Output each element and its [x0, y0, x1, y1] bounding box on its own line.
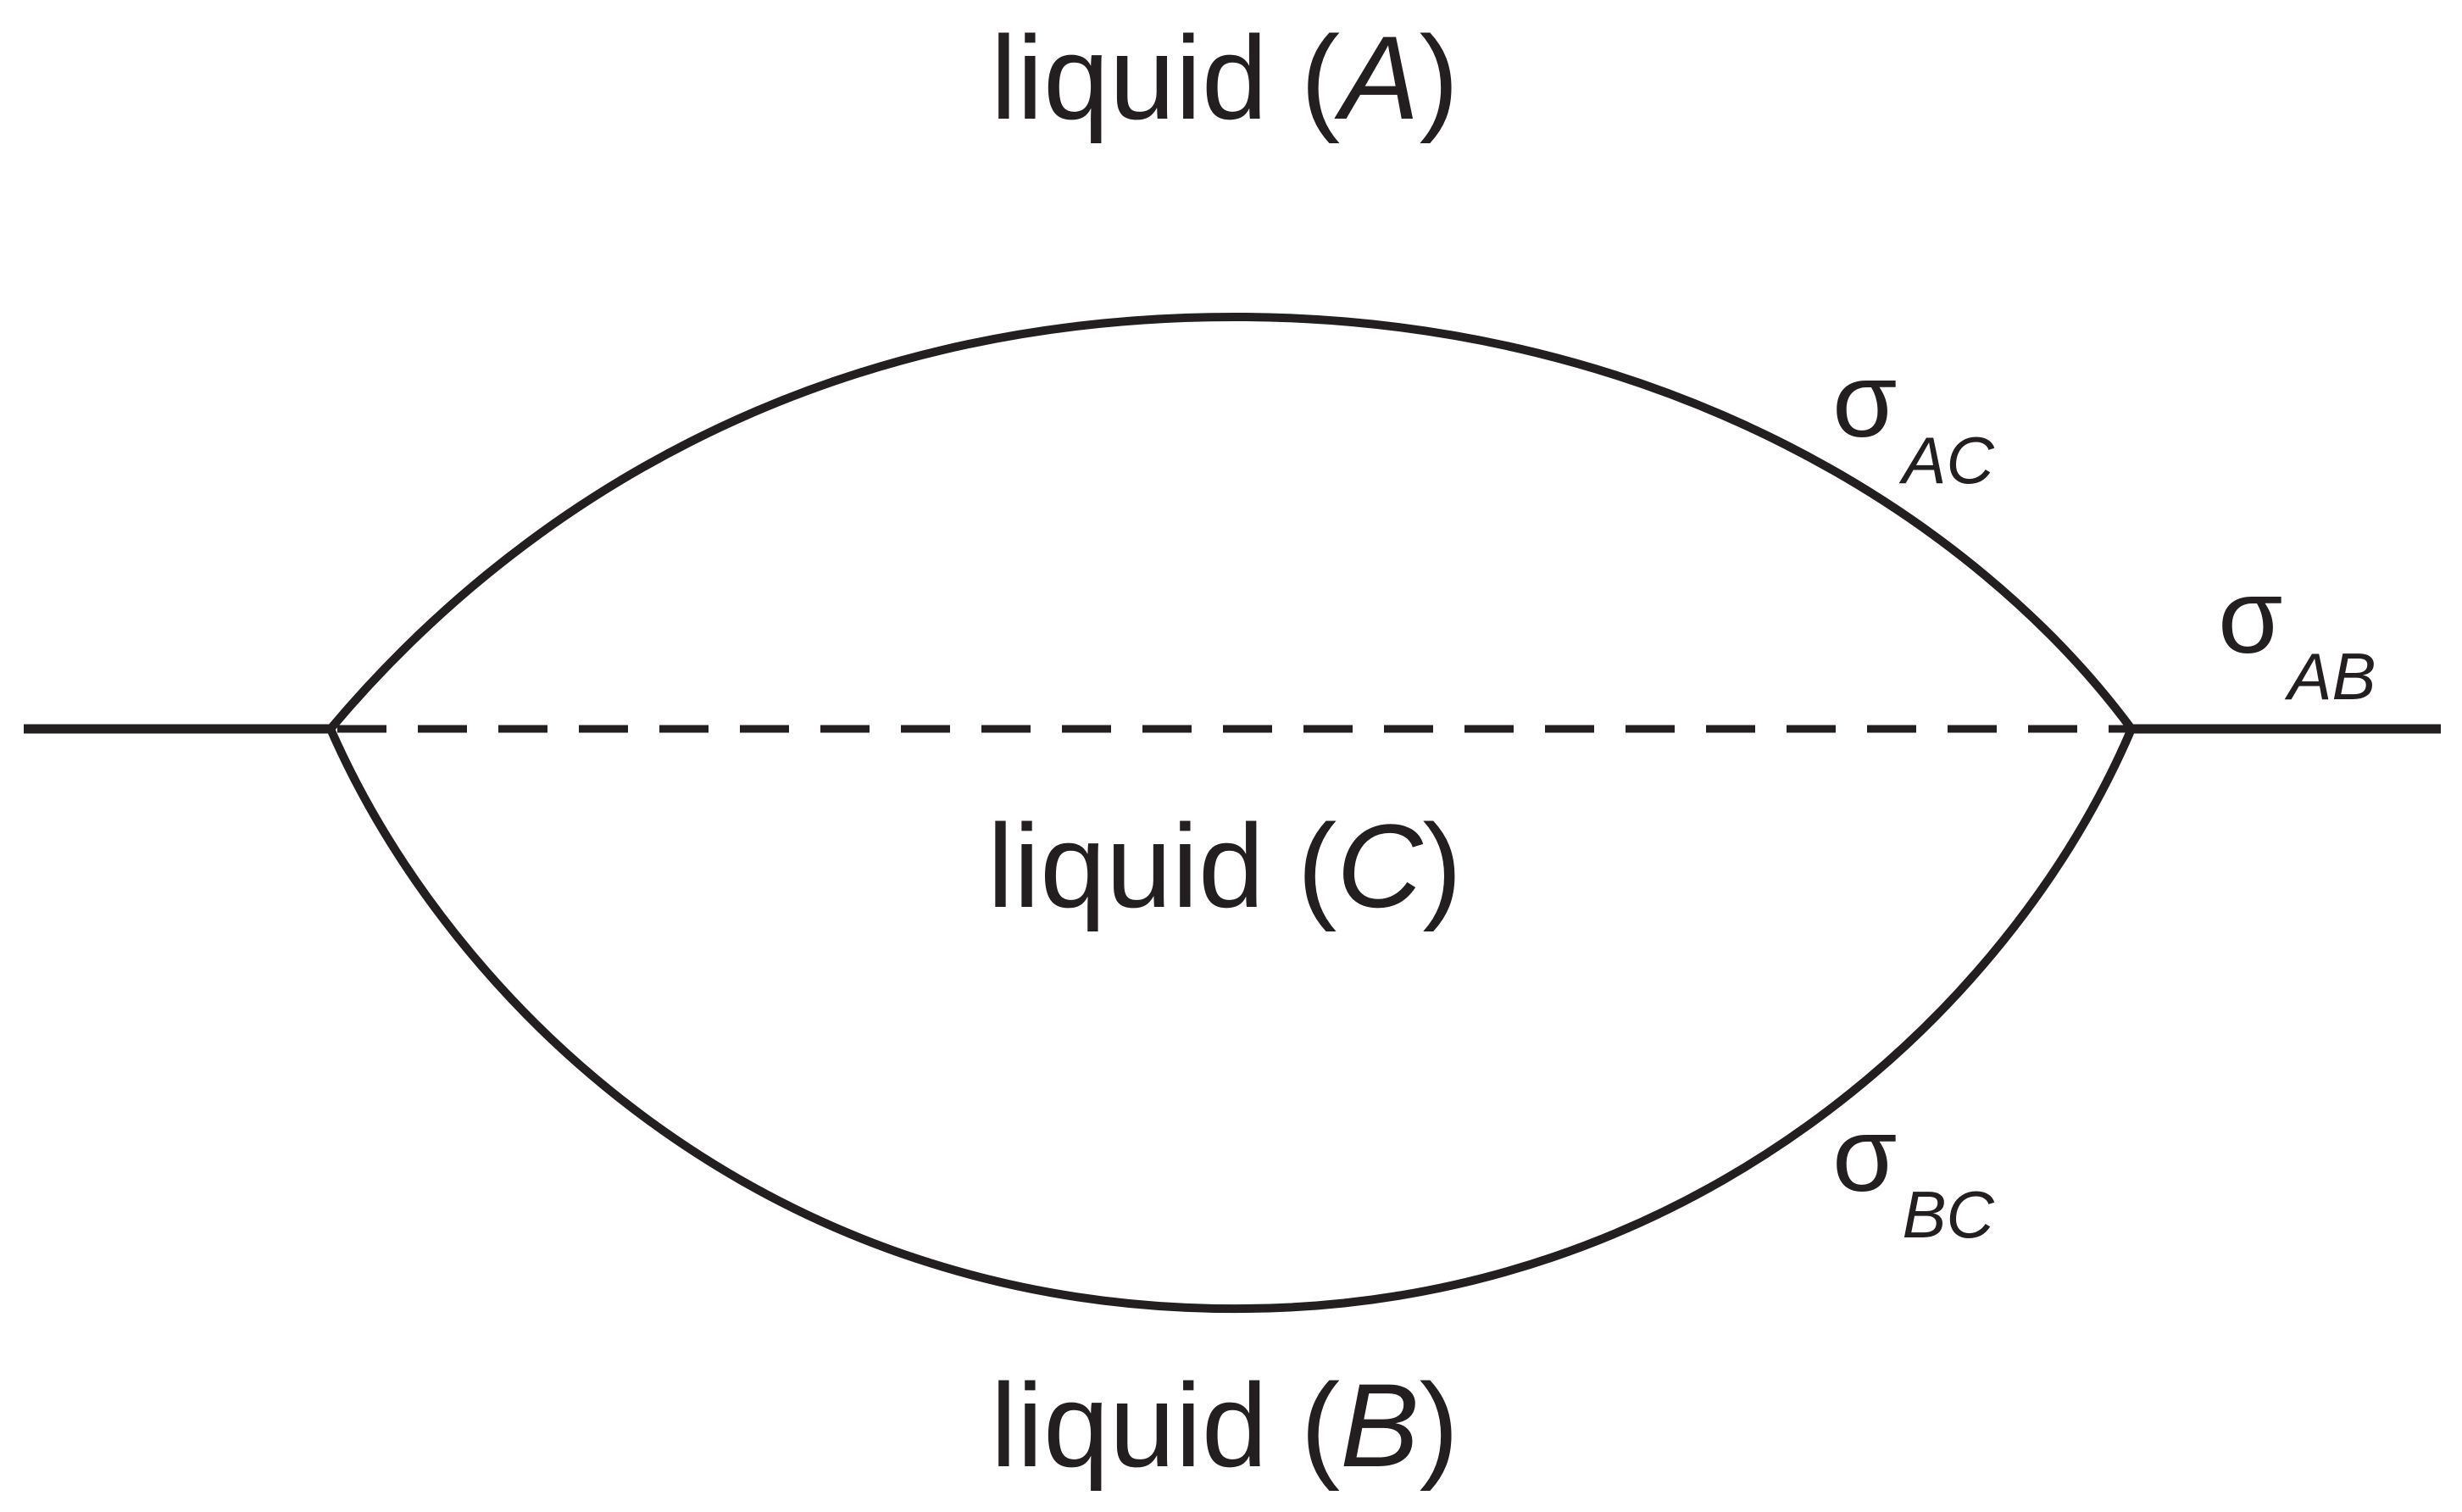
phase-b-label: liquid (B): [991, 1359, 1459, 1492]
sigma-bc-label: σBC: [1832, 1097, 1995, 1252]
sigma-ac-label: σAC: [1832, 342, 1995, 498]
phase-c-label: liquid (C): [987, 799, 1462, 932]
bc-interface-arc: [326, 726, 2136, 1314]
sigma-ab-label: σAB: [2218, 559, 2376, 714]
phase-a-label: liquid (A): [991, 11, 1459, 144]
ac-interface-arc: [327, 312, 2136, 732]
